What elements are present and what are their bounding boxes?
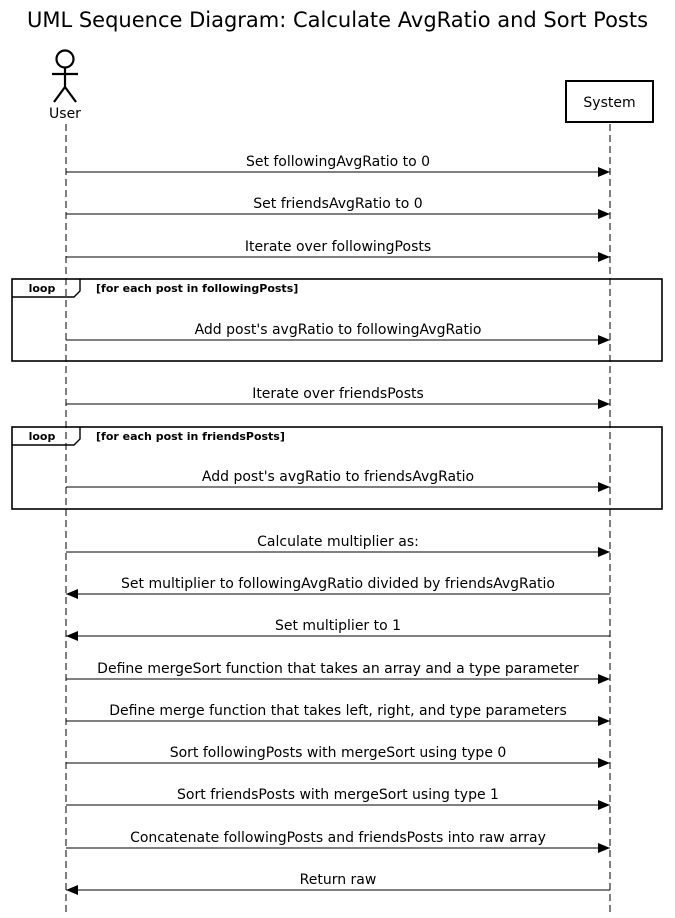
- diagram-title: UML Sequence Diagram: Calculate AvgRatio…: [27, 8, 648, 32]
- loop-operator-label: loop: [29, 282, 56, 295]
- message-label: Define merge function that takes left, r…: [109, 703, 567, 719]
- message-label: Iterate over friendsPosts: [252, 386, 424, 402]
- message-label: Set multiplier to followingAvgRatio divi…: [121, 576, 555, 592]
- loop-fragment: loop [for each post in friendsPosts]: [11, 426, 663, 510]
- message-label: Set followingAvgRatio to 0: [246, 154, 430, 170]
- message-label: Calculate multiplier as:: [257, 534, 419, 550]
- message-label: Add post's avgRatio to followingAvgRatio: [195, 322, 482, 338]
- message-label: Define mergeSort function that takes an …: [97, 661, 579, 677]
- messages-group: Set followingAvgRatio to 0 Set friendsAvg…: [66, 154, 610, 895]
- system-participant-label: System: [583, 95, 635, 111]
- loop-guard-label: [for each post in followingPosts]: [96, 282, 298, 295]
- message-label: Sort followingPosts with mergeSort using…: [170, 745, 507, 761]
- message-label: Iterate over followingPosts: [245, 239, 431, 255]
- message-label: Set multiplier to 1: [275, 618, 401, 634]
- user-actor-icon: [52, 49, 78, 103]
- message-label: Concatenate followingPosts and friendsPo…: [130, 830, 546, 846]
- message-label: Add post's avgRatio to friendsAvgRatio: [202, 469, 474, 485]
- message-label: Sort friendsPosts with mergeSort using t…: [177, 787, 499, 803]
- loop-fragment: loop [for each post in followingPosts]: [11, 278, 663, 362]
- message-label: Set friendsAvgRatio to 0: [253, 196, 422, 212]
- system-participant-box: [565, 80, 654, 123]
- loop-guard-label: [for each post in friendsPosts]: [96, 430, 285, 443]
- message-label: Return raw: [300, 872, 377, 888]
- user-participant-label: User: [49, 106, 81, 122]
- loop-operator-label: loop: [29, 430, 56, 443]
